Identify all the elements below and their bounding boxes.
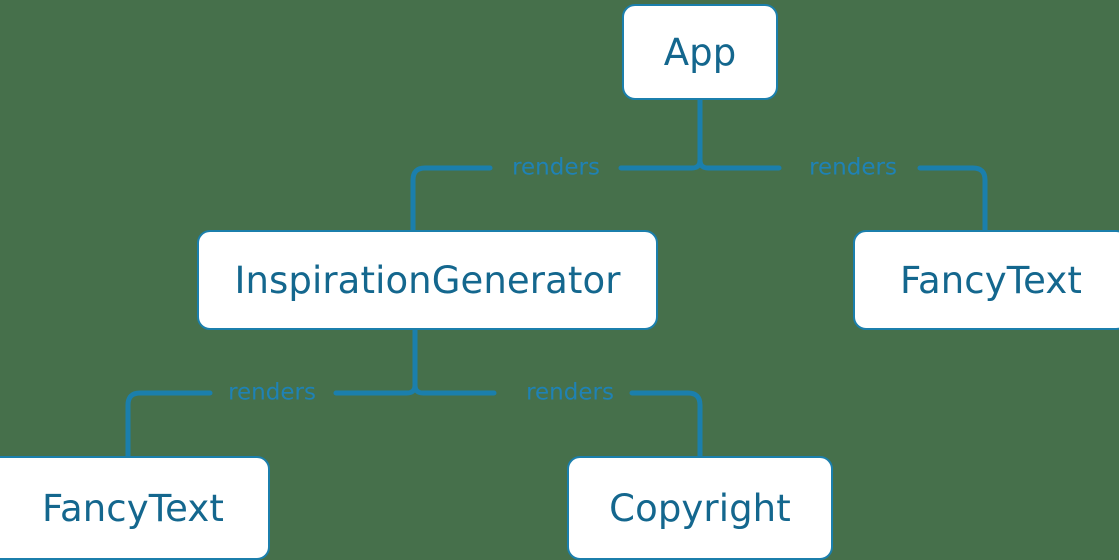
node-inspiration-generator[interactable]: InspirationGenerator: [197, 230, 658, 330]
edge-inspiration-generator-to-fancytext-bottom: [125, 390, 213, 459]
node-inspiration-generator-label: InspirationGenerator: [234, 258, 621, 302]
edge-app-junction-right: [697, 157, 782, 171]
edge-label-inspiration-generator-to-fancytext-bottom: renders: [228, 379, 316, 406]
edge-app-junction-left: [618, 157, 703, 171]
edge-inspiration-generator-junction-right: [412, 382, 497, 396]
edge-app-to-inspiration-generator: [410, 165, 493, 233]
node-fancytext-right[interactable]: FancyText: [853, 230, 1119, 330]
edge-label-inspiration-generator-to-copyright: renders: [526, 379, 614, 406]
edge-inspiration-generator-to-copyright: [629, 390, 703, 459]
node-copyright-label: Copyright: [609, 486, 791, 530]
node-fancytext-bottom[interactable]: FancyText: [0, 456, 270, 560]
edge-label-app-to-inspiration-generator: renders: [512, 154, 600, 181]
node-fancytext-bottom-label: FancyText: [42, 486, 224, 530]
edge-label-app-to-fancytext-right: renders: [809, 154, 897, 181]
node-fancytext-right-label: FancyText: [900, 258, 1082, 302]
edge-app-to-fancytext-right: [917, 165, 988, 233]
edge-inspiration-generator-junction-left: [333, 382, 418, 396]
node-app-label: App: [663, 30, 737, 74]
node-copyright[interactable]: Copyright: [567, 456, 833, 560]
node-app[interactable]: App: [622, 4, 778, 100]
